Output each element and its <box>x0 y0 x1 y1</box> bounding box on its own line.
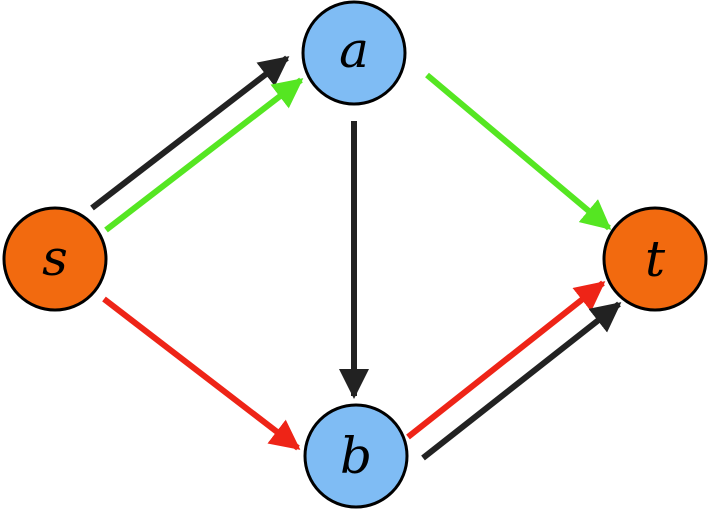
node-b-label: b <box>340 427 372 485</box>
edge-s-b-red <box>102 296 301 451</box>
edges <box>90 55 622 461</box>
node-a: a <box>301 0 407 106</box>
node-b-circle <box>303 403 409 509</box>
node-a-circle <box>301 0 407 106</box>
edge-b-t-black <box>421 301 622 461</box>
node-a-label: a <box>339 21 369 79</box>
node-s-label: s <box>42 229 68 287</box>
node-s-circle <box>2 206 108 312</box>
node-t-circle <box>602 206 708 312</box>
edge-b-t-red <box>406 280 606 440</box>
edge-a-t-green <box>425 72 612 231</box>
edge-s-a-green <box>104 77 304 233</box>
node-t: t <box>602 206 708 312</box>
node-t-label: t <box>645 230 666 288</box>
node-b: b <box>303 403 409 509</box>
edge-s-a-black <box>90 55 290 211</box>
node-s: s <box>2 206 108 312</box>
